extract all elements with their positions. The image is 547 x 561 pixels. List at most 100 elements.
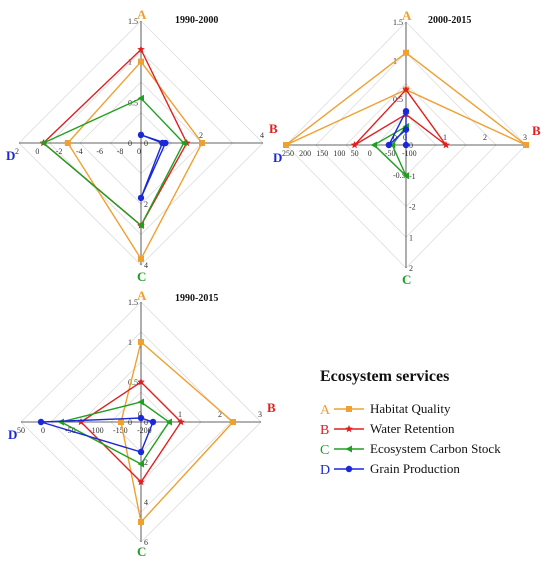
marker-circle (137, 414, 145, 422)
tick-label-c: 4 (144, 261, 148, 270)
legend-item-carbon-stock: C Ecosystem Carbon Stock (320, 441, 501, 458)
tick-label-c: 6 (144, 538, 148, 547)
marker-square (346, 406, 352, 412)
marker-circle (137, 194, 145, 202)
marker-star (345, 425, 353, 433)
tick-label-b: 2 (218, 410, 222, 419)
tick-label-b: 3 (523, 133, 527, 142)
marker-triangle (137, 221, 144, 229)
legend: Ecosystem services A Habitat Quality B W… (320, 368, 501, 478)
legend-letter-d: D (320, 463, 330, 478)
tick-label-d: 0 (368, 149, 372, 158)
legend-label-water-retention: Water Retention (370, 421, 455, 436)
marker-star (137, 378, 145, 386)
legend-label-habitat-quality: Habitat Quality (370, 401, 451, 416)
tick-label-a: 0.5 (393, 95, 403, 104)
tick-label-b: 0 (403, 133, 407, 142)
marker-circle (402, 141, 410, 149)
axis-letter-a: A (137, 288, 147, 303)
axis-letter-c: C (402, 272, 411, 287)
tick-label-b: 1 (178, 410, 182, 419)
series-grain-production (37, 414, 157, 456)
tick-label-b: 3 (258, 410, 262, 419)
marker-star (137, 45, 145, 53)
tick-label-c: -1 (409, 172, 416, 181)
tick-label-c: 2 (144, 200, 148, 209)
legend-label-grain-production: Grain Production (370, 461, 460, 476)
tick-label-d: 50 (17, 426, 25, 435)
legend-title: Ecosystem services (320, 368, 449, 385)
legend-item-habitat-quality: A Habitat Quality (320, 401, 451, 418)
series-habitat-quality (64, 58, 205, 262)
tick-label-d: -50 (385, 149, 396, 158)
series-ecosystem-carbon-stock (370, 123, 409, 180)
series-water-retention (77, 378, 185, 486)
axis-letter-a: A (137, 7, 147, 22)
tick-label-d: 2 (15, 147, 19, 156)
marker-triangle (39, 139, 47, 147)
tick-label-d: -100 (402, 149, 417, 158)
tick-label-c: 0 (409, 141, 413, 150)
marker-triangle (402, 172, 409, 180)
tick-label-c: 1 (409, 233, 413, 242)
legend-letter-c: C (320, 443, 329, 458)
tick-label-d: 0 (41, 426, 45, 435)
legend-item-water-retention: B Water Retention (320, 421, 455, 438)
series-water-retention (39, 45, 191, 229)
axis-letter-d: D (6, 148, 15, 163)
marker-circle (37, 418, 45, 426)
marker-triangle (370, 141, 377, 149)
marker-circle (385, 141, 393, 149)
tick-label-d: 100 (333, 149, 345, 158)
tick-label-a: 0.5 (128, 98, 138, 107)
marker-square (230, 419, 236, 425)
tick-label-c: 0 (144, 139, 148, 148)
series-grain-production (137, 131, 169, 202)
axis-letter-d: D (8, 427, 17, 442)
tick-label-a: -0.5 (393, 171, 406, 180)
tick-label-d: 200 (299, 149, 311, 158)
tick-label-a: 0.5 (128, 378, 138, 387)
tick-label-d: 250 (282, 149, 294, 158)
tick-label-b: 2 (483, 133, 487, 142)
legend-swatch (334, 425, 364, 433)
legend-label-carbon-stock: Ecosystem Carbon Stock (370, 441, 501, 456)
series-line (66, 60, 203, 261)
tick-label-d: -2 (56, 147, 63, 156)
tick-label-c: 2 (409, 264, 413, 273)
marker-circle (162, 139, 169, 147)
tick-label-d: 50 (351, 149, 359, 158)
radar-panel-1990-2000: 1990-2000 (175, 15, 218, 26)
panel-title: 1990-2000 (175, 15, 218, 26)
series-water-retention (350, 85, 450, 149)
tick-label-c: 0 (144, 418, 148, 427)
legend-letter-b: B (320, 423, 329, 438)
panel-title: 2000-2015 (428, 15, 471, 26)
tick-label-b: 2 (199, 131, 203, 140)
marker-triangle (137, 398, 144, 406)
tick-label-a: 1 (128, 58, 132, 67)
tick-label-d: -150 (113, 426, 128, 435)
marker-triangle (137, 460, 144, 468)
tick-label-a: 1.5 (128, 298, 138, 307)
marker-square (523, 142, 529, 148)
tick-label-b: 0 (138, 410, 142, 419)
marker-square (283, 142, 289, 148)
tick-label-c: 2 (144, 458, 148, 467)
marker-square (64, 140, 71, 146)
tick-label-a: 0 (128, 139, 132, 148)
tick-label-c: -2 (409, 203, 416, 212)
marker-circle (149, 418, 157, 426)
axis-letter-b: B (269, 121, 278, 136)
legend-swatch (334, 445, 364, 453)
tick-label-a: 0 (128, 418, 132, 427)
marker-star (137, 478, 145, 486)
marker-square (199, 140, 205, 146)
panel-title: 1990-2015 (175, 293, 218, 304)
radar-panel-2000-2015: 2000-2015 (428, 15, 471, 26)
marker-triangle (165, 418, 172, 426)
axis-letter-c: C (137, 269, 146, 284)
